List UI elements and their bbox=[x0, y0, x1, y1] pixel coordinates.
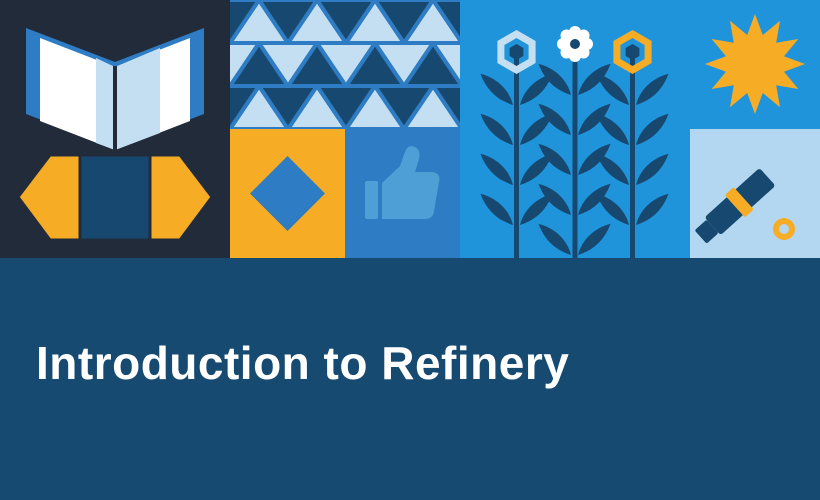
sunburst-icon bbox=[705, 14, 805, 114]
bee-hexagon-icon bbox=[16, 153, 214, 242]
tile-book-bee bbox=[0, 0, 230, 258]
book-bee-illustration bbox=[16, 28, 214, 242]
tile-telescope bbox=[690, 129, 820, 258]
triangle-pattern-icon bbox=[230, 0, 460, 129]
gear-flower-white-icon bbox=[557, 26, 593, 62]
tile-flowers bbox=[460, 0, 690, 258]
flowers-illustration bbox=[480, 26, 669, 258]
tile-sunburst bbox=[690, 0, 820, 129]
collage bbox=[0, 0, 820, 258]
banner-title: Introduction to Refinery bbox=[36, 337, 570, 389]
open-book-icon bbox=[26, 28, 204, 150]
tile-thumbs-up bbox=[345, 129, 460, 258]
diamond-icon bbox=[250, 156, 325, 231]
tile-triangle-pattern bbox=[230, 0, 460, 129]
title-band: Introduction to Refinery bbox=[0, 258, 820, 500]
thumbs-up-icon bbox=[365, 146, 440, 219]
telescope-icon bbox=[695, 169, 795, 243]
hexagon-flower-gold-icon bbox=[613, 29, 652, 75]
hexagon-flower-light-icon bbox=[497, 29, 536, 75]
tile-diamond bbox=[230, 129, 345, 258]
